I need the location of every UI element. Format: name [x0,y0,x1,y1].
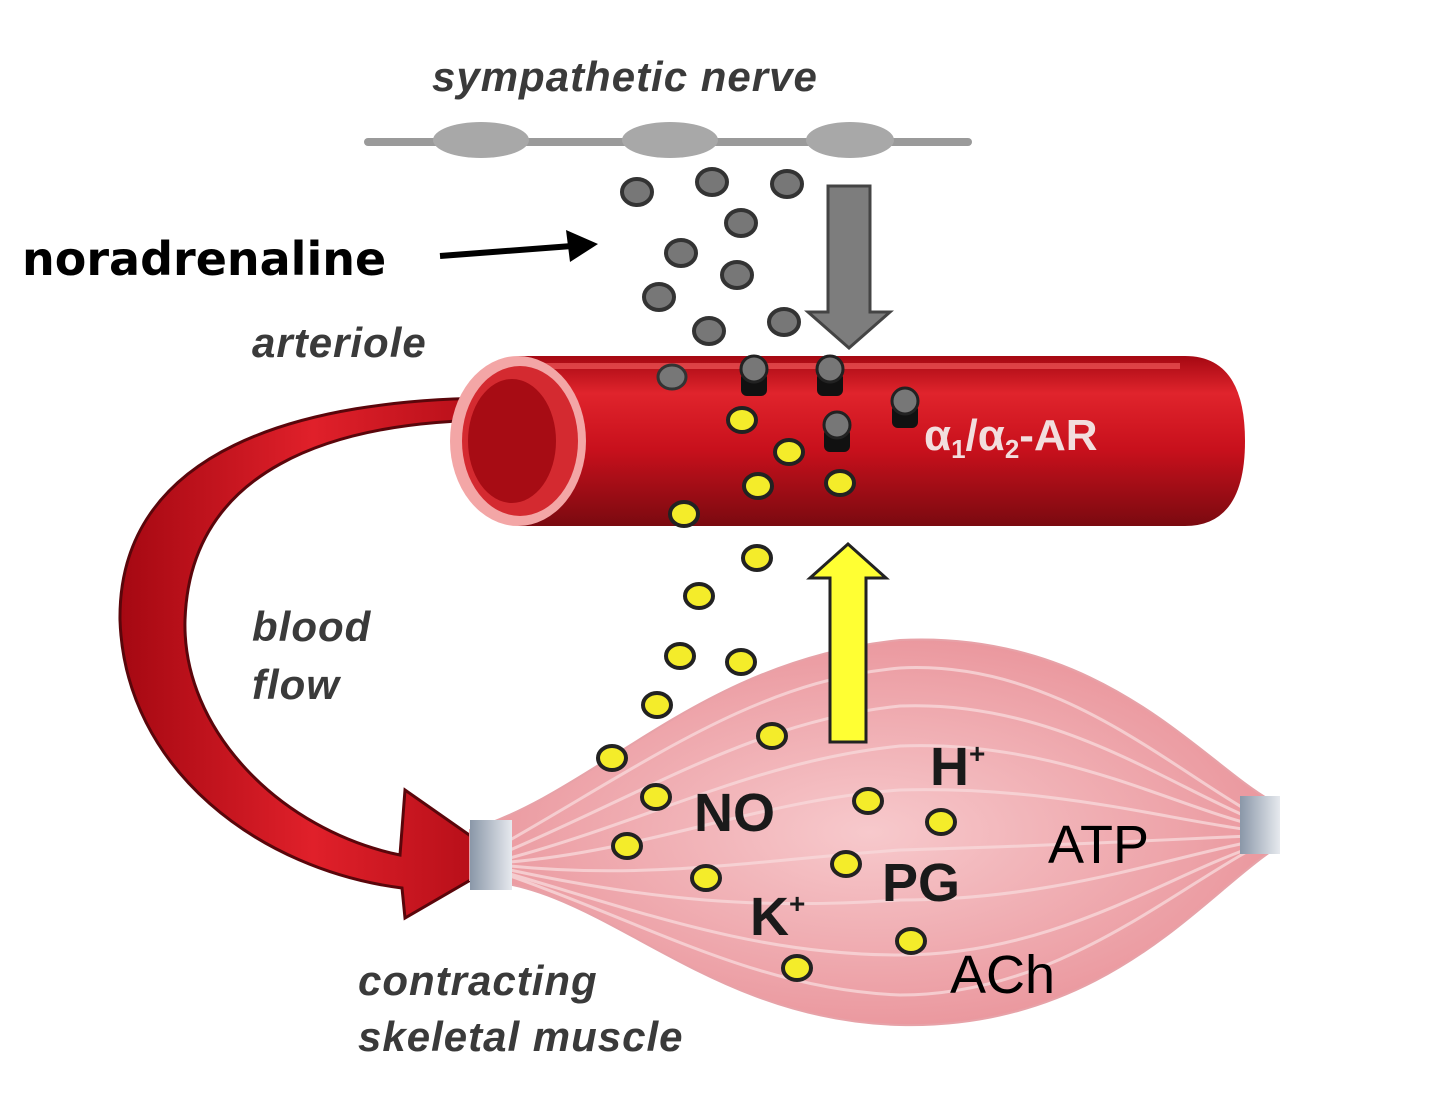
receptor-suffix: -AR [1019,411,1098,460]
sympathetic-nerve [364,122,972,158]
sympathetic-nerve-label: sympathetic nerve [432,53,818,100]
ach-label: ACh [950,945,1056,1005]
k-ion-label: K+ [750,887,806,947]
metabolite-molecules [596,406,957,982]
h-ion-charge: + [969,738,986,769]
receptor-alpha1: α [924,411,952,460]
bound-noradrenaline [656,354,920,452]
k-ion-charge: + [789,888,806,919]
atp-label: ATP [1048,815,1150,875]
receptor-sub1: 1 [951,434,966,464]
release-arrow-down [804,184,894,350]
k-ion-text: K [750,887,789,947]
arteriole-label: arteriole [252,319,427,366]
pg-label: PG [882,853,961,913]
blood-flow-arrow [118,396,508,921]
muscle-label-line2: skeletal muscle [358,1013,684,1060]
metabolite-signal-arrow-up [806,541,890,744]
receptor-slash: / [965,411,978,460]
noradrenaline-molecules [620,167,804,346]
receptor-alpha2: α [977,411,1005,460]
skeletal-muscle [469,638,1280,1027]
arteriole-tube [450,356,1245,526]
receptor-label: α1/α2-AR [924,411,1098,464]
h-ion-text: H [930,737,969,797]
noradrenaline-pointer-arrow [439,230,598,262]
blood-flow-label-line1: blood [252,603,372,650]
receptor-sub2: 2 [1004,434,1020,464]
blood-flow-label-line2: flow [252,661,340,708]
muscle-label-line1: contracting [358,957,598,1004]
noradrenaline-label: noradrenaline [22,232,387,286]
no-label: NO [694,783,775,843]
h-ion-label: H+ [930,737,986,797]
